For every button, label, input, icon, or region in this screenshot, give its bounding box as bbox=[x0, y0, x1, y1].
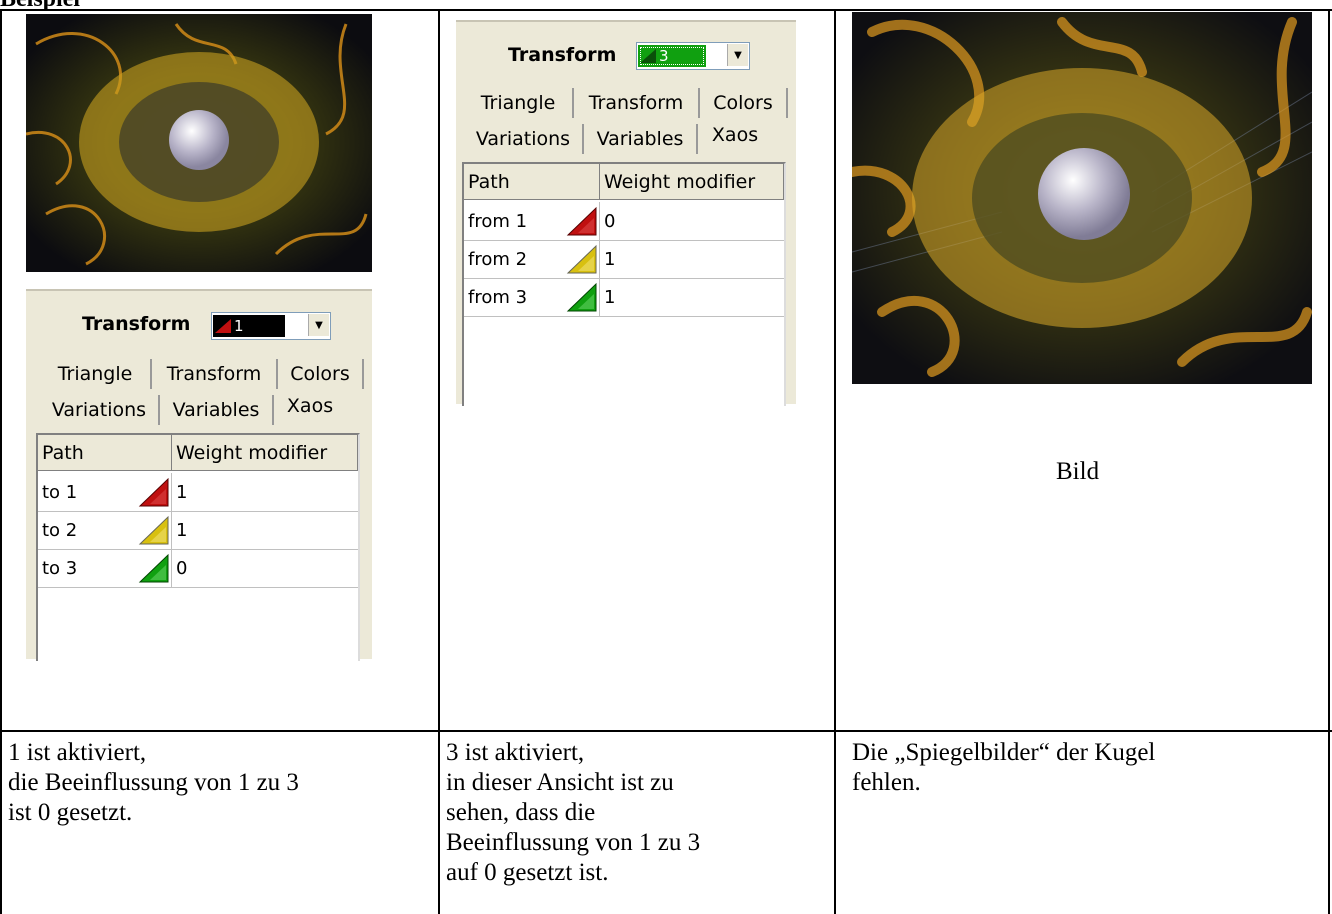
grid-cell-weight[interactable]: 1 bbox=[176, 481, 188, 503]
tab-triangle[interactable]: Triangle bbox=[40, 359, 152, 389]
chevron-down-icon[interactable]: ▼ bbox=[727, 44, 748, 66]
transform-combo[interactable]: 3 ▼ bbox=[636, 42, 750, 70]
caption-right: Die „Spiegelbilder“ der Kugel fehlen. bbox=[852, 739, 1156, 796]
table-row[interactable]: to 3 0 bbox=[38, 549, 358, 588]
grid-cell-weight[interactable]: 0 bbox=[176, 557, 188, 579]
tab-colors[interactable]: Colors bbox=[278, 359, 364, 389]
table-row[interactable]: from 1 0 bbox=[464, 202, 784, 241]
tab-variables[interactable]: Variables bbox=[584, 124, 698, 154]
grid-cell-path: to 3 bbox=[38, 549, 172, 587]
red-triangle-icon bbox=[138, 477, 169, 507]
grid-cell-path: to 2 bbox=[38, 511, 172, 549]
tab-xaos[interactable]: Xaos bbox=[711, 124, 759, 146]
transform-combo-value: 3 bbox=[638, 45, 706, 67]
panel-top-strip bbox=[456, 12, 796, 22]
yellow-triangle-icon bbox=[566, 244, 597, 274]
red-triangle-icon bbox=[215, 319, 231, 333]
tab-transform[interactable]: Transform bbox=[152, 359, 278, 389]
yellow-triangle-icon bbox=[138, 515, 169, 545]
table-row-divider bbox=[0, 730, 1332, 732]
grid-cell-weight[interactable]: 1 bbox=[176, 519, 188, 541]
fractal-thumbnail-left bbox=[26, 14, 372, 272]
green-triangle-icon bbox=[566, 282, 597, 312]
table-col-divider bbox=[0, 10, 2, 914]
tab-colors[interactable]: Colors bbox=[700, 88, 788, 118]
table-col-divider bbox=[1328, 10, 1330, 914]
table-top-border bbox=[0, 9, 1332, 11]
section-heading: Beispiel bbox=[0, 0, 80, 13]
image-label: Bild bbox=[1056, 458, 1100, 485]
transform-label: Transform bbox=[508, 44, 617, 66]
transform-panel-middle: Transform 3 ▼ Triangle Transform Colors … bbox=[456, 12, 796, 406]
grid-cell-weight[interactable]: 1 bbox=[604, 286, 616, 308]
tab-xaos[interactable]: Xaos bbox=[276, 391, 344, 421]
grid-cell-path: from 3 bbox=[464, 278, 600, 316]
grid-header-path[interactable]: Path bbox=[38, 435, 172, 471]
fractal-render-right bbox=[852, 12, 1312, 384]
grid-cell-weight[interactable]: 1 bbox=[604, 248, 616, 270]
chevron-down-icon[interactable]: ▼ bbox=[308, 314, 329, 336]
tab-variables[interactable]: Variables bbox=[160, 395, 274, 425]
caption-left: 1 ist aktiviert, die Beeinflussung von 1… bbox=[8, 739, 299, 826]
table-row[interactable]: to 1 1 bbox=[38, 473, 358, 512]
transform-panel-left: Transform 1 ▼ Triangle Transform Colors … bbox=[26, 277, 372, 661]
red-triangle-icon bbox=[566, 206, 597, 236]
table-row[interactable]: from 2 1 bbox=[464, 240, 784, 279]
grid-cell-path: to 1 bbox=[38, 473, 172, 511]
xaos-grid-middle: Path Weight modifier from 1 0 from 2 1 f… bbox=[462, 162, 786, 406]
panel-top-strip bbox=[26, 277, 372, 291]
table-row[interactable]: to 2 1 bbox=[38, 511, 358, 550]
table-col-divider bbox=[834, 10, 836, 914]
tab-triangle[interactable]: Triangle bbox=[464, 88, 574, 118]
transform-combo[interactable]: 1 ▼ bbox=[211, 312, 331, 340]
transform-combo-value: 1 bbox=[213, 315, 285, 337]
transform-label: Transform bbox=[82, 313, 191, 335]
table-row[interactable]: from 3 1 bbox=[464, 278, 784, 317]
green-triangle-icon bbox=[138, 553, 169, 583]
grid-header-path[interactable]: Path bbox=[464, 164, 600, 200]
green-triangle-icon bbox=[640, 49, 656, 63]
tab-transform[interactable]: Transform bbox=[574, 88, 700, 118]
grid-cell-weight[interactable]: 0 bbox=[604, 210, 616, 232]
table-col-divider bbox=[438, 10, 440, 914]
grid-header-weight[interactable]: Weight modifier bbox=[600, 164, 784, 200]
grid-header-weight[interactable]: Weight modifier bbox=[172, 435, 358, 471]
xaos-grid-left: Path Weight modifier to 1 1 to 2 1 to 3 … bbox=[36, 433, 360, 661]
tab-variations[interactable]: Variations bbox=[464, 124, 584, 154]
grid-cell-path: from 2 bbox=[464, 240, 600, 278]
grid-cell-path: from 1 bbox=[464, 202, 600, 240]
caption-middle: 3 ist aktiviert, in dieser Ansicht ist z… bbox=[446, 739, 701, 886]
tab-variations[interactable]: Variations bbox=[40, 395, 160, 425]
